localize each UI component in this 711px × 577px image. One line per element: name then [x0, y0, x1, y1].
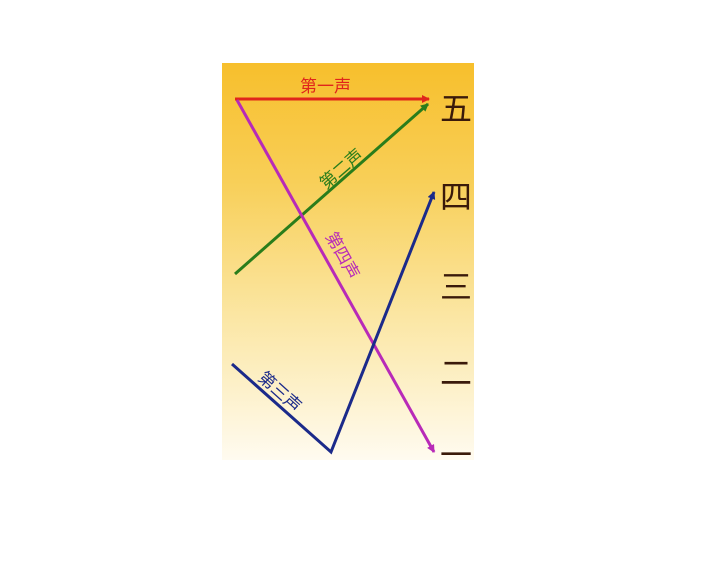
third-tone-arrow	[231, 191, 436, 455]
third-tone-label: 第三声	[254, 368, 305, 417]
fourth-tone-label: 第四声	[321, 229, 363, 283]
second-tone-arrow	[234, 102, 429, 276]
second-tone-label: 第二声	[316, 145, 368, 194]
level-label-three: 三	[440, 268, 472, 306]
level-label-four: 四	[440, 178, 472, 216]
level-label-one: 一	[440, 436, 472, 474]
fourth-tone-arrow	[235, 99, 436, 453]
first-tone-label: 第一声	[300, 77, 351, 97]
level-label-two: 二	[440, 354, 472, 392]
level-label-five: 五	[440, 90, 472, 128]
